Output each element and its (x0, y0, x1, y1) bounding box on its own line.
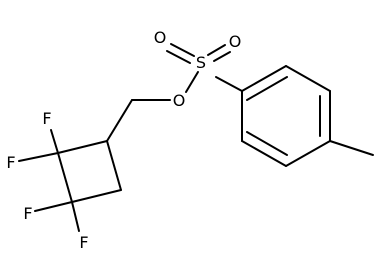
bond-s-o-left-b (166, 50, 191, 64)
bond-c-f-1 (50, 129, 59, 154)
fluorine-4-label: F (79, 233, 88, 252)
bond-ring-6-double (246, 131, 288, 156)
bond-ring-5 (285, 140, 331, 167)
oxygen-top-label: O (229, 32, 242, 51)
bond-s-o-top-b (213, 51, 231, 62)
bond-ring-3 (285, 65, 331, 92)
bond-c-f-2 (18, 152, 59, 162)
bond-cyclobutane-2 (57, 152, 73, 203)
bond-c-f-4 (71, 201, 80, 232)
oxygen-left-label: O (154, 28, 167, 47)
bond-ring-2-double (246, 76, 288, 101)
bond-s-o-top-a (207, 44, 226, 56)
sulfur-label: S (196, 53, 206, 72)
bond-s-o-ester (185, 71, 199, 93)
fluorine-3-label: F (23, 204, 32, 223)
bond-ring-6 (241, 140, 287, 167)
bond-cyclobutane-4 (106, 140, 122, 191)
bond-s-o-left-a (170, 43, 195, 57)
bond-cyclobutane-1 (57, 140, 108, 154)
bond-ch2-ring (106, 99, 133, 142)
bond-c-f-3 (34, 201, 73, 212)
fluorine-1-label: F (42, 109, 51, 128)
bond-methyl (329, 140, 374, 156)
oxygen-ester-label: O (173, 91, 186, 110)
bond-ring-1 (215, 76, 243, 92)
bond-cyclobutane-3 (71, 189, 122, 203)
bond-ring-2 (241, 65, 287, 92)
fluorine-2-label: F (6, 153, 15, 172)
